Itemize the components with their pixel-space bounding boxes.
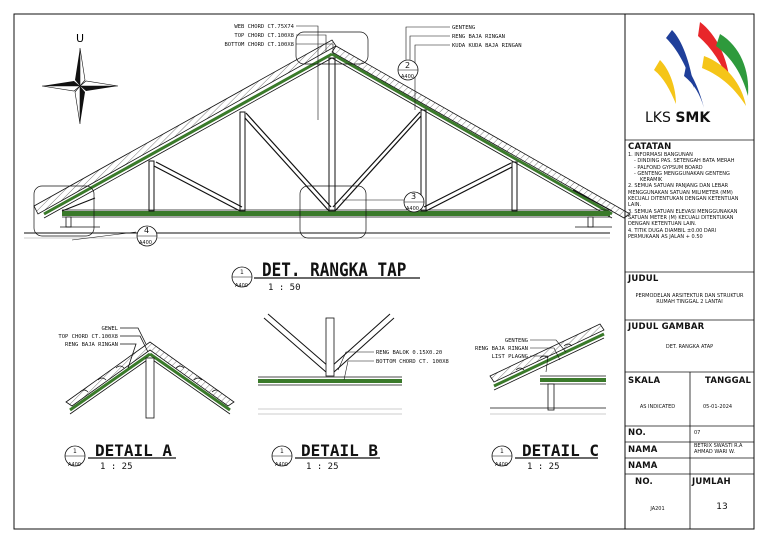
jumlah-value: 13 bbox=[716, 502, 728, 512]
svg-text:3: 3 bbox=[411, 192, 416, 201]
jumlah-label: JUMLAH bbox=[692, 477, 731, 487]
tanggal-label: TANGGAL bbox=[705, 376, 752, 386]
detail-b-drawing bbox=[258, 313, 402, 415]
catatan-label: CATATAN bbox=[628, 142, 672, 152]
skala-label: SKALA bbox=[628, 376, 661, 386]
detail-a-callout-reng: RENG BAJA RINGAN bbox=[65, 342, 118, 348]
note-line: 2. SEMUA SATUAN PANJANG DAN LEBAR bbox=[628, 183, 729, 190]
catatan-notes: 1. INFORMASI BANGUNAN - DINDING PAS. SET… bbox=[628, 152, 754, 240]
logo-text-smk: SMK bbox=[675, 110, 711, 126]
north-arrow-icon bbox=[41, 47, 119, 125]
judul-gambar-value: DET. RANGKA ATAP bbox=[665, 344, 714, 350]
note-line: - GENTENG MENGGUNAKAN GENTENG bbox=[634, 170, 730, 177]
note-line: PERMUKAAN AS JALAN + 0.50 bbox=[628, 233, 703, 240]
lks-smk-logo bbox=[654, 22, 749, 108]
main-drawing-title: 1 A400 DET. RANGKA TAP 1 : 50 bbox=[231, 260, 420, 293]
svg-text:1 : 25: 1 : 25 bbox=[100, 462, 133, 472]
main-truss bbox=[24, 25, 631, 241]
svg-text:1 : 25: 1 : 25 bbox=[527, 462, 560, 472]
tanggal-value: 05-01-2024 bbox=[703, 404, 733, 410]
svg-text:1: 1 bbox=[280, 448, 284, 455]
section-bubble-4: 4 A400 bbox=[136, 225, 158, 247]
callout-reng: RENG BAJA RINGAN bbox=[452, 34, 505, 40]
note-line: - PALFOND GYPSUM BOARD bbox=[634, 164, 703, 171]
detail-c-title: 1 A400 DETAIL C 1 : 25 bbox=[491, 441, 599, 472]
svg-text:4: 4 bbox=[144, 226, 149, 235]
svg-text:1: 1 bbox=[240, 269, 244, 276]
section-bubble-3: 3 A400 bbox=[403, 191, 425, 213]
svg-text:DETAIL C: DETAIL C bbox=[522, 441, 599, 460]
sheet-border bbox=[13, 13, 755, 530]
detail-c-callout-genteng: GENTENG bbox=[505, 338, 528, 344]
nama-line-2: AHMAD WARI W. bbox=[694, 449, 735, 455]
svg-text:A400: A400 bbox=[275, 462, 288, 468]
svg-text:DETAIL A: DETAIL A bbox=[95, 441, 172, 460]
nama-line-1: BETRIX SWASTI R.A bbox=[694, 443, 743, 449]
note-line: 1. INFORMASI BANGUNAN bbox=[628, 152, 693, 158]
detail-c-drawing bbox=[489, 323, 606, 415]
note-line: 3. SEMUA SATUAN ELEVASI MENGGUNAKAN bbox=[628, 208, 738, 215]
callout-kuda-kuda: KUDA KUDA BAJA RINGAN bbox=[452, 43, 522, 49]
svg-text:A400: A400 bbox=[68, 462, 81, 468]
detail-a-callout-top-chord: TOP CHORD CT.100X8 bbox=[58, 334, 118, 340]
north-label: U bbox=[76, 32, 84, 45]
svg-text:A400: A400 bbox=[401, 74, 414, 80]
note-line: KERAMIK bbox=[640, 177, 663, 184]
detail-a-drawing bbox=[65, 327, 235, 419]
logo-wordmark: LKS SMK bbox=[645, 110, 710, 126]
note-line: KECUALI DITENTUKAN DENGAN KETENTUAN bbox=[628, 196, 739, 203]
callout-genteng: GENTENG bbox=[452, 25, 475, 31]
nama-label: NAMA bbox=[628, 445, 658, 455]
no-value: 07 bbox=[694, 430, 701, 436]
no2-label: NO. bbox=[635, 477, 653, 487]
nama2-label: NAMA bbox=[628, 461, 658, 471]
note-line: DENGAN KETENTUAN LAIN. bbox=[628, 221, 697, 228]
svg-text:1: 1 bbox=[500, 448, 504, 455]
svg-text:A400: A400 bbox=[139, 240, 152, 246]
note-line: MENGGUNAKAN SATUAN MILIMETER (MM) bbox=[628, 189, 733, 196]
note-line: LAIN. bbox=[628, 202, 642, 209]
note-line: - DINDING PAS. SETENGAH BATA MERAH bbox=[634, 158, 735, 165]
svg-text:1 : 25: 1 : 25 bbox=[306, 462, 339, 472]
svg-text:DETAIL B: DETAIL B bbox=[301, 441, 378, 460]
detail-c-callout-reng: RENG BAJA RINGAN bbox=[475, 346, 528, 352]
callout-top-chord: TOP CHORD CT.100X8 bbox=[234, 33, 294, 39]
callout-bottom-chord: BOTTOM CHORD CT.100X8 bbox=[224, 42, 294, 48]
judul-value: PERMODELAN ARSITEKTUR DAN STRUKTUR RUMAH… bbox=[625, 293, 754, 305]
svg-text:2: 2 bbox=[405, 61, 410, 70]
detail-a-callout-gewel: GEWEL bbox=[101, 326, 118, 332]
detail-c-callout-list-plagng: LIST PLAGNG bbox=[492, 354, 528, 360]
judul-line-2: RUMAH TINGGAL 2 LANTAI bbox=[656, 299, 723, 305]
sheet-code: JA201 bbox=[650, 506, 665, 512]
title-block-grid bbox=[625, 139, 754, 529]
callout-web-chord: WEB CHORD CT.75X74 bbox=[234, 24, 294, 30]
judul-label: JUDUL bbox=[628, 274, 659, 284]
section-bubble-2: 2 A400 bbox=[397, 59, 419, 81]
svg-text:A400: A400 bbox=[406, 206, 419, 212]
title-block: LKS SMK CATATAN 1. INFORMASI BANGUNAN - … bbox=[625, 14, 754, 529]
main-title-text: DET. RANGKA TAP bbox=[262, 260, 406, 281]
detail-b-callout-bottom-chord: BOTTOM CHORD CT. 100X8 bbox=[376, 359, 449, 365]
nama-value: BETRIX SWASTI R.A AHMAD WARI W. bbox=[694, 443, 742, 455]
svg-text:1: 1 bbox=[73, 448, 77, 455]
judul-gambar-label: JUDUL GAMBAR bbox=[628, 322, 705, 332]
note-line: 4. TITIK DUGA DIAMBIL ±0.00 DARI bbox=[628, 227, 717, 234]
svg-text:A400: A400 bbox=[495, 462, 508, 468]
logo-text-lks: LKS bbox=[645, 110, 671, 126]
main-title-scale: 1 : 50 bbox=[268, 283, 301, 293]
detail-b-callout-reng-balok: RENG BALOK 0.15X0.20 bbox=[376, 350, 442, 356]
detail-b-title: 1 A400 DETAIL B 1 : 25 bbox=[271, 441, 380, 472]
detail-a-title: 1 A400 DETAIL A 1 : 25 bbox=[64, 441, 176, 472]
svg-text:A400: A400 bbox=[235, 283, 248, 289]
no-label: NO. bbox=[628, 428, 646, 438]
note-line: SATUAN METER (M) KECUALI DITENTUKAN bbox=[628, 214, 734, 221]
skala-value: AS INDICATED bbox=[639, 404, 676, 410]
judul-line-1: PERMODELAN ARSITEKTUR DAN STRUKTUR bbox=[635, 293, 744, 299]
